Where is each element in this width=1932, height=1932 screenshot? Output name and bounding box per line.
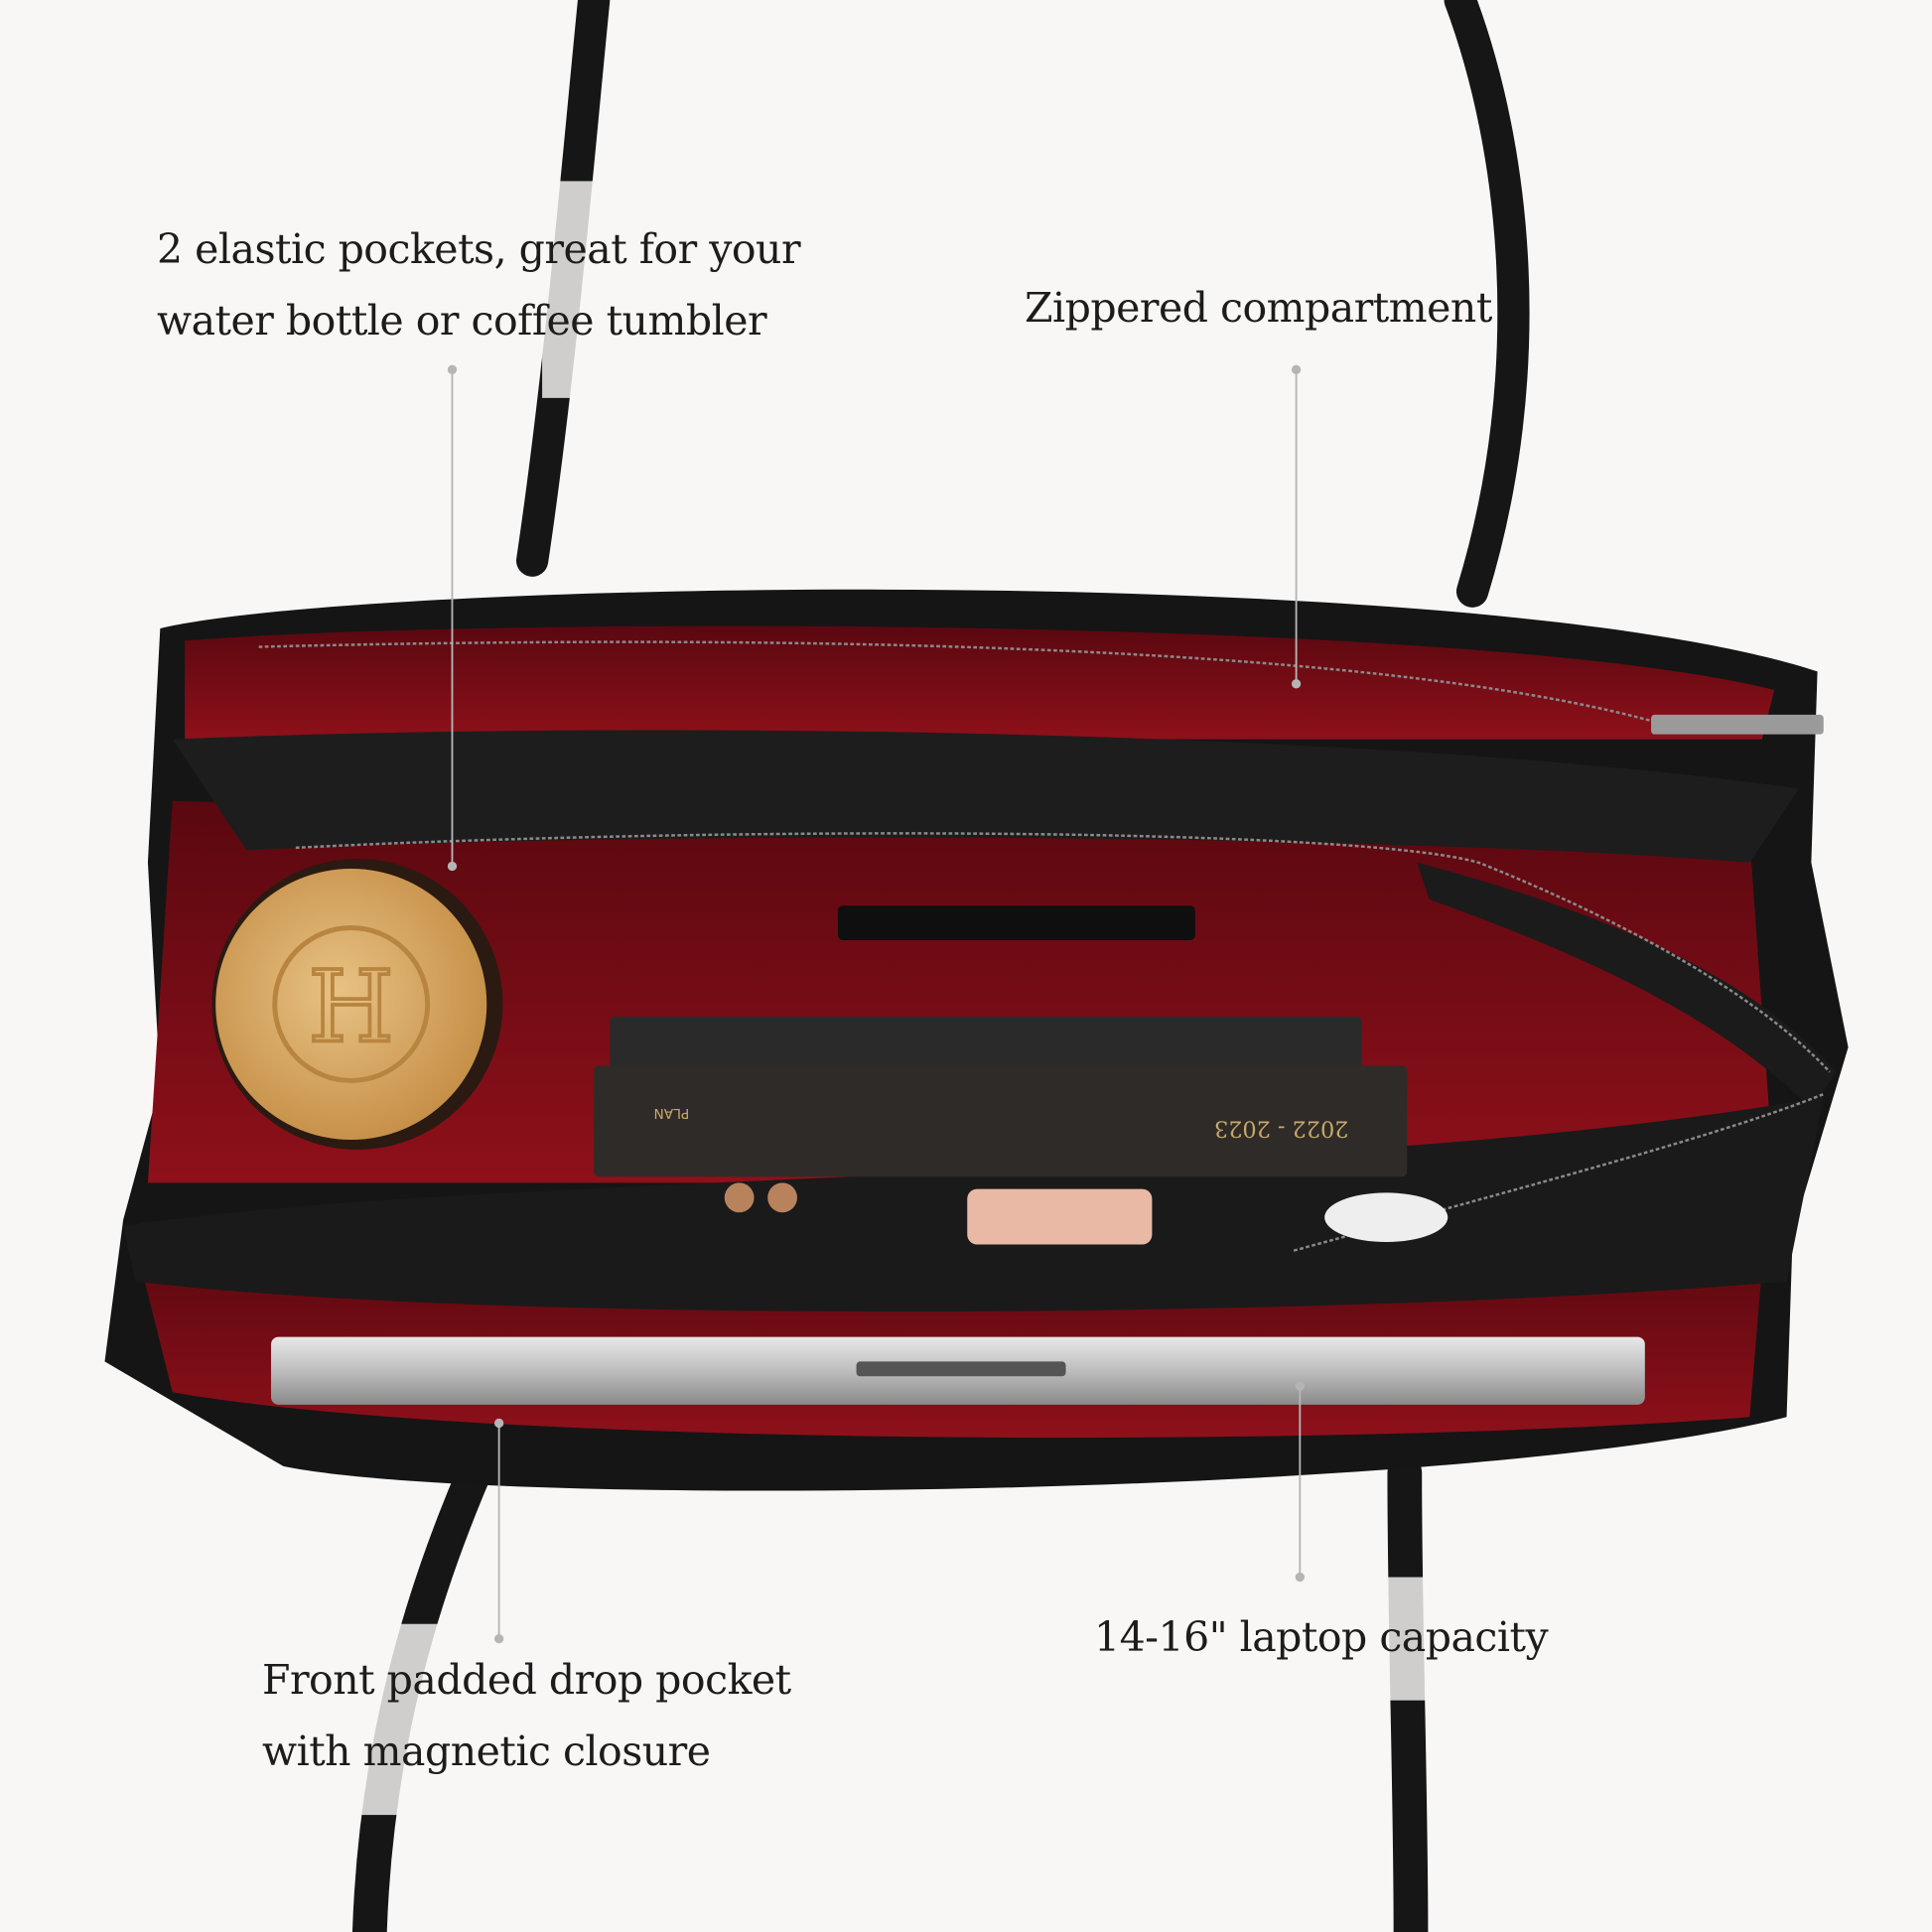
pink-case — [967, 1188, 1153, 1245]
callout-elastic-pockets: 2 elastic pockets, great for your water … — [157, 213, 801, 356]
earbuds-case — [1324, 1192, 1449, 1242]
svg-text:H: H — [308, 951, 394, 1065]
callout-text-line: Front padded drop pocket — [262, 1656, 791, 1704]
planner-cover-text: 2022 - 2023 — [1214, 1115, 1348, 1141]
planner-spine-text: PLAN — [654, 1105, 690, 1121]
callout-text-line: 14-16" laptop capacity — [1094, 1613, 1549, 1661]
callout-text-line: water bottle or coffee tumbler — [157, 297, 767, 345]
text-highlight-bands — [350, 181, 1430, 1816]
zipper-panel — [172, 730, 1799, 863]
callout-text-line: 2 elastic pockets, great for your — [157, 225, 801, 273]
back-lining — [185, 625, 1775, 740]
pocket-tab — [837, 905, 1195, 940]
bamboo-lid — [215, 868, 487, 1140]
callout-text-line: with magnetic closure — [262, 1727, 711, 1775]
callout-zippered-compartment: Zippered compartment — [1025, 272, 1492, 344]
planner — [594, 1065, 1408, 1177]
callout-lines — [447, 364, 1305, 1644]
callout-text-line: Zippered compartment — [1025, 284, 1492, 332]
zipper — [258, 640, 1831, 1252]
zipper-pull — [1651, 714, 1824, 735]
callout-laptop-capacity: 14-16" laptop capacity — [1094, 1601, 1549, 1673]
callout-front-pocket: Front padded drop pocket with magnetic c… — [262, 1644, 791, 1787]
notebook — [610, 1016, 1362, 1072]
